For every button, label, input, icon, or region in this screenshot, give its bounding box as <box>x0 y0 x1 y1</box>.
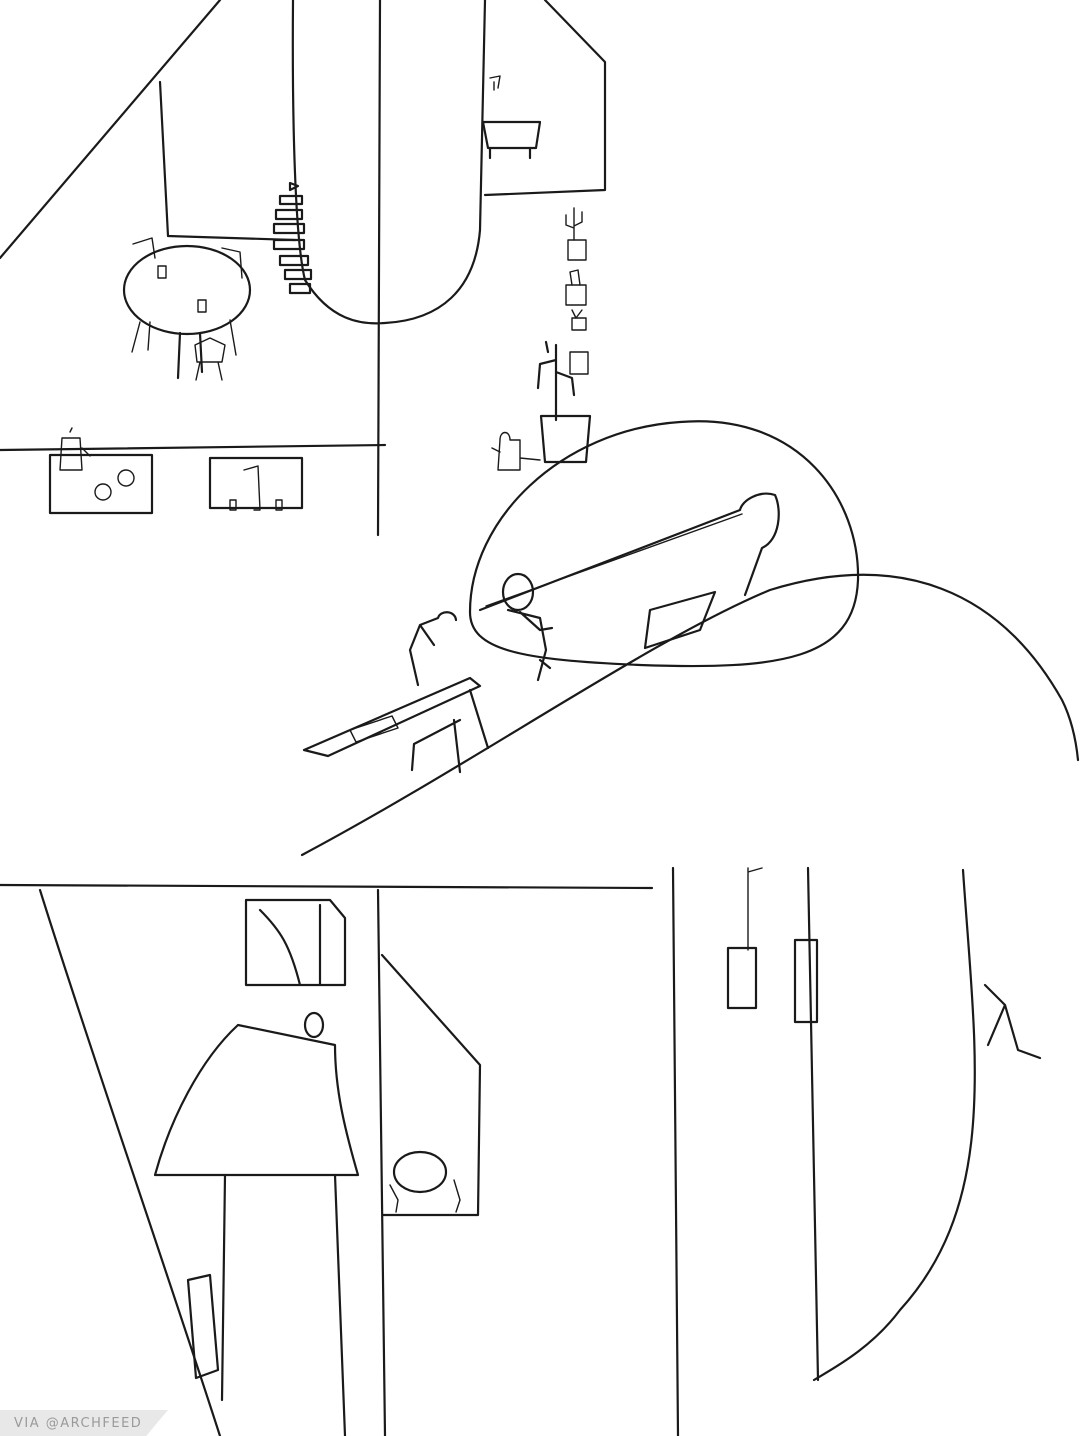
stair-step <box>272 238 306 251</box>
kitchen-counter <box>0 427 387 515</box>
running-figure <box>983 983 1042 1060</box>
shadow-hole <box>643 590 717 650</box>
stair-step <box>288 181 300 192</box>
cup-icon <box>157 265 167 279</box>
house-window <box>244 898 347 987</box>
paper-sheet <box>349 715 399 743</box>
tap-icon <box>229 499 237 511</box>
stove <box>48 453 154 515</box>
watermark-text: VIA @ARCHFEED <box>14 1415 143 1431</box>
watermark-badge: VIA @ARCHFEED <box>0 1410 168 1436</box>
shower-head <box>489 75 501 91</box>
small-chair <box>389 1179 461 1213</box>
stair-step <box>278 194 304 206</box>
tub-body <box>481 120 542 150</box>
bathtub <box>481 75 542 160</box>
open-door-icon <box>726 946 758 1010</box>
plant-pot <box>569 351 589 375</box>
watering-can-icon <box>491 431 541 471</box>
counter-top-line <box>0 443 387 452</box>
burner-icon <box>117 469 135 487</box>
stair-step <box>278 254 310 267</box>
chair <box>131 237 156 353</box>
staircase <box>272 181 313 295</box>
glass-bubble <box>468 420 860 668</box>
bottom-right-panel <box>671 866 1042 1436</box>
stair-step <box>272 222 306 235</box>
cup-icon <box>197 299 207 313</box>
plant-pot <box>567 239 587 261</box>
support-post <box>333 1173 347 1436</box>
right-room-roof <box>483 0 607 197</box>
stair-step <box>288 282 312 295</box>
small-round-table <box>392 1150 448 1194</box>
hill-curve <box>300 573 1080 857</box>
top-panel <box>0 0 607 537</box>
left-room-wall <box>158 80 170 238</box>
curved-pipe-wall <box>291 0 487 325</box>
tilted-slab <box>153 1023 360 1177</box>
house-gable-wall <box>380 953 482 1217</box>
plants <box>491 207 592 471</box>
tall-cactus-icon <box>536 340 576 422</box>
panel-top-border <box>0 883 654 890</box>
table-leg <box>176 331 182 380</box>
vertical-wall <box>376 888 387 1436</box>
panel-left-border <box>671 866 680 1436</box>
curved-column <box>812 868 976 1382</box>
support-post <box>220 1173 227 1402</box>
pole-line <box>485 513 743 607</box>
column-line <box>806 866 820 1382</box>
burner-icon <box>94 483 112 501</box>
stair-step <box>283 268 313 281</box>
faucet-icon <box>243 465 261 511</box>
bottom-left-panel <box>0 883 654 1436</box>
reaching-figure-shadow <box>478 492 780 612</box>
door-icon <box>793 938 819 1024</box>
long-desk <box>302 676 482 758</box>
kettle-icon <box>59 427 91 471</box>
stair-step <box>274 208 304 221</box>
roof-diagonal-line <box>0 0 222 260</box>
plant-pot <box>571 317 587 331</box>
central-divider-line <box>376 0 382 537</box>
table-top <box>122 244 252 336</box>
door-icon <box>186 1273 220 1380</box>
dining-table <box>122 237 252 381</box>
middle-panel <box>300 420 1080 857</box>
large-plant-pot <box>539 414 592 464</box>
plant-pot <box>565 284 587 306</box>
plant-leaf-icon <box>571 309 583 319</box>
figure-body <box>506 608 554 682</box>
small-cactus-icon <box>565 207 583 241</box>
table-leg <box>198 331 204 374</box>
chair <box>221 247 243 356</box>
chair <box>194 337 226 381</box>
hanging-lamp-icon <box>747 867 763 951</box>
desk-legs <box>410 688 490 774</box>
figure-head <box>501 572 535 612</box>
tap-icon <box>275 499 283 511</box>
plant-leaf-icon <box>569 269 581 286</box>
peeking-head <box>303 1011 325 1039</box>
sink <box>208 456 304 510</box>
desk-lamp-icon <box>408 611 458 687</box>
